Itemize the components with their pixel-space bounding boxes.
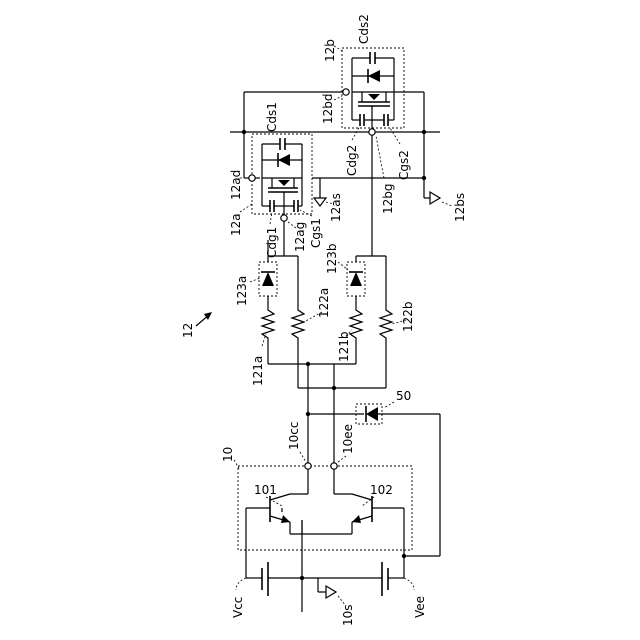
label-12bd: 12bd bbox=[321, 93, 335, 124]
label-12: 12 bbox=[181, 323, 195, 338]
leader bbox=[300, 452, 306, 462]
mosfet-arrow-icon bbox=[278, 180, 290, 186]
leader bbox=[384, 402, 394, 408]
terminal-12bg bbox=[369, 129, 375, 135]
switch-12b: Cds2 12b 12bd Cdg2 12bg Cgs2 bbox=[321, 14, 411, 214]
junction-dot bbox=[422, 130, 426, 134]
terminal-10ee bbox=[331, 463, 337, 469]
label-cdg2: Cdg2 bbox=[345, 145, 359, 176]
diode-50: 50 bbox=[306, 389, 440, 556]
leader bbox=[390, 128, 400, 144]
leader bbox=[442, 202, 452, 206]
terminal-12ad bbox=[249, 175, 255, 181]
junction-dot bbox=[300, 576, 304, 580]
resistor-122b bbox=[380, 256, 392, 342]
label-cds1: Cds1 bbox=[265, 102, 279, 132]
label-10: 10 bbox=[221, 447, 235, 462]
leader bbox=[236, 578, 246, 590]
leader bbox=[300, 210, 312, 216]
leader bbox=[338, 262, 348, 270]
label-122b: 122b bbox=[401, 301, 415, 332]
label-12ad: 12ad bbox=[229, 170, 243, 200]
power-section: 10s Vcc Vee bbox=[231, 520, 427, 626]
label-123b: 123b bbox=[325, 243, 339, 274]
junction-dot bbox=[242, 130, 246, 134]
diode-123b-triangle bbox=[350, 272, 362, 286]
drive-outputs: 10cc 10ee bbox=[287, 364, 355, 469]
leader bbox=[404, 578, 414, 590]
terminal-10cc bbox=[305, 463, 311, 469]
label-12ag: 12ag bbox=[293, 222, 307, 252]
label-50: 50 bbox=[396, 389, 411, 403]
label-vcc: Vcc bbox=[231, 597, 245, 618]
switch-12a-box bbox=[252, 134, 312, 214]
label-cgs2: Cgs2 bbox=[397, 150, 411, 180]
label-vee: Vee bbox=[413, 596, 427, 618]
ground-12as-icon bbox=[314, 198, 326, 206]
resistor-121b bbox=[350, 296, 362, 342]
label-12as: 12as bbox=[329, 193, 343, 222]
label-12bs: 12bs bbox=[453, 193, 467, 222]
diode-50-triangle bbox=[366, 407, 378, 421]
label-cds2: Cds2 bbox=[357, 14, 371, 44]
junction-dot bbox=[332, 386, 336, 390]
label-101: 101 bbox=[254, 483, 277, 497]
emitter-arrow-icon bbox=[281, 515, 290, 523]
label-12b: 12b bbox=[323, 39, 337, 62]
leader bbox=[376, 136, 384, 178]
junction-dot bbox=[306, 362, 310, 366]
label-123a: 123a bbox=[235, 276, 249, 306]
label-10s: 10s bbox=[341, 604, 355, 626]
terminal-12bd bbox=[343, 89, 349, 95]
resistor-121a bbox=[262, 296, 274, 342]
switch-12b-box bbox=[342, 48, 404, 128]
label-102: 102 bbox=[370, 483, 393, 497]
body-diode-triangle bbox=[278, 154, 290, 166]
label-122a: 122a bbox=[317, 288, 331, 318]
label-121b: 121b bbox=[337, 331, 351, 362]
switch-12a: Cds1 12ad 12a Cdg1 12ag Cgs1 bbox=[229, 102, 323, 258]
diode-123a-triangle bbox=[262, 272, 274, 286]
resistor-network: 121a 121b 122a 122b 123a 123b 12 bbox=[181, 132, 415, 390]
resistor-122a bbox=[292, 256, 304, 342]
label-121a: 121a bbox=[251, 356, 265, 386]
terminal-12ag bbox=[281, 215, 287, 221]
leader bbox=[334, 96, 342, 100]
ground-12bs-icon bbox=[430, 192, 440, 204]
leader bbox=[234, 460, 240, 470]
ground-10s-icon bbox=[326, 586, 336, 598]
junction-dot bbox=[422, 176, 426, 180]
leader bbox=[240, 204, 252, 212]
body-diode-triangle bbox=[368, 70, 380, 82]
label-cgs1: Cgs1 bbox=[309, 218, 323, 248]
label-cdg1: Cdg1 bbox=[265, 227, 279, 258]
mosfet-arrow-icon bbox=[368, 94, 380, 100]
leader bbox=[338, 456, 346, 462]
label-12bg: 12bg bbox=[381, 183, 395, 214]
transistor-102-collector bbox=[352, 494, 372, 500]
label-10cc: 10cc bbox=[287, 422, 301, 450]
leader bbox=[250, 278, 260, 282]
label-12a: 12a bbox=[229, 213, 243, 236]
label-10ee: 10ee bbox=[341, 424, 355, 454]
emitter-arrow-icon bbox=[352, 515, 361, 523]
